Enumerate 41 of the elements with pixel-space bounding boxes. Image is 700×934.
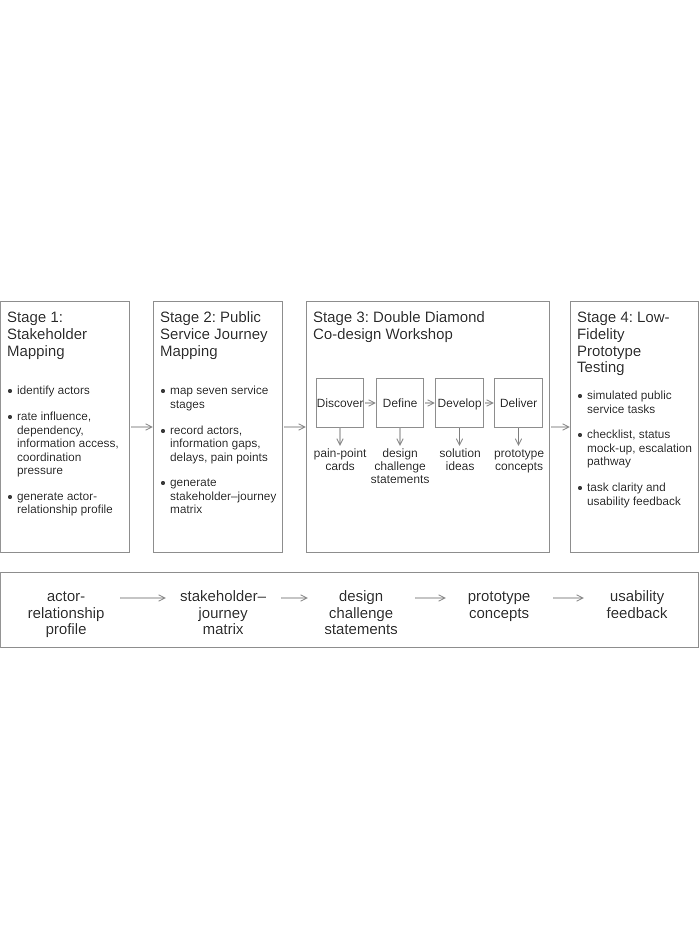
- bullet-text: record actors, information gaps, delays, pain points: [170, 422, 268, 464]
- arrow: [485, 399, 494, 407]
- stage-heading: Stage 1: Stakeholder Mapping: [7, 310, 88, 360]
- stage-box: [306, 301, 550, 553]
- stage-box: [0, 301, 130, 553]
- phase-box: Define: [376, 378, 424, 428]
- arrow: [415, 594, 446, 602]
- output-label: stakeholder–journey matrix: [179, 589, 267, 638]
- output-label: prototype concepts: [459, 589, 539, 622]
- arrow: [551, 423, 570, 431]
- output-band: [0, 572, 699, 648]
- stage-box: [153, 301, 283, 553]
- bullet-text: identify actors: [17, 383, 90, 398]
- output-label: usability feedback: [597, 589, 677, 622]
- stage-heading: Stage 2: Public Service Journey Mapping: [160, 310, 269, 360]
- arrow: [131, 423, 152, 431]
- bullet-text: rate influence, dependency, information access, coordination pressure: [17, 408, 119, 478]
- arrow: [336, 428, 344, 446]
- output-label: design challenge statements: [321, 589, 401, 638]
- arrow: [284, 423, 306, 431]
- arrow: [396, 428, 404, 446]
- stage-heading: Stage 3: Double Diamond Co-design Workshop: [313, 310, 486, 344]
- bullet-text: map seven service stages: [170, 383, 268, 411]
- phase-box: Discover: [316, 378, 364, 428]
- arrow: [281, 594, 308, 602]
- phase-box: Deliver: [494, 378, 543, 428]
- output-label: actor-relationship profile: [26, 589, 106, 638]
- arrow: [425, 399, 434, 407]
- stage-box: [570, 301, 699, 553]
- stage-heading: Stage 4: Low-Fidelity Prototype Testing: [577, 310, 671, 378]
- arrow: [553, 594, 584, 602]
- bullet-text: simulated public service tasks: [587, 388, 672, 416]
- bullet-text: generate stakeholder–journey matrix: [170, 475, 276, 516]
- arrow: [120, 594, 166, 602]
- arrow: [365, 399, 376, 407]
- arrow: [514, 428, 522, 446]
- bullet-text: checklist, status mock-up, escalation pathway: [587, 427, 692, 468]
- bullet-text: generate actor-relationship profile: [17, 488, 113, 516]
- phase-box: Develop: [435, 378, 484, 428]
- arrow: [456, 428, 464, 446]
- bullet-text: task clarity and usability feedback: [587, 480, 681, 508]
